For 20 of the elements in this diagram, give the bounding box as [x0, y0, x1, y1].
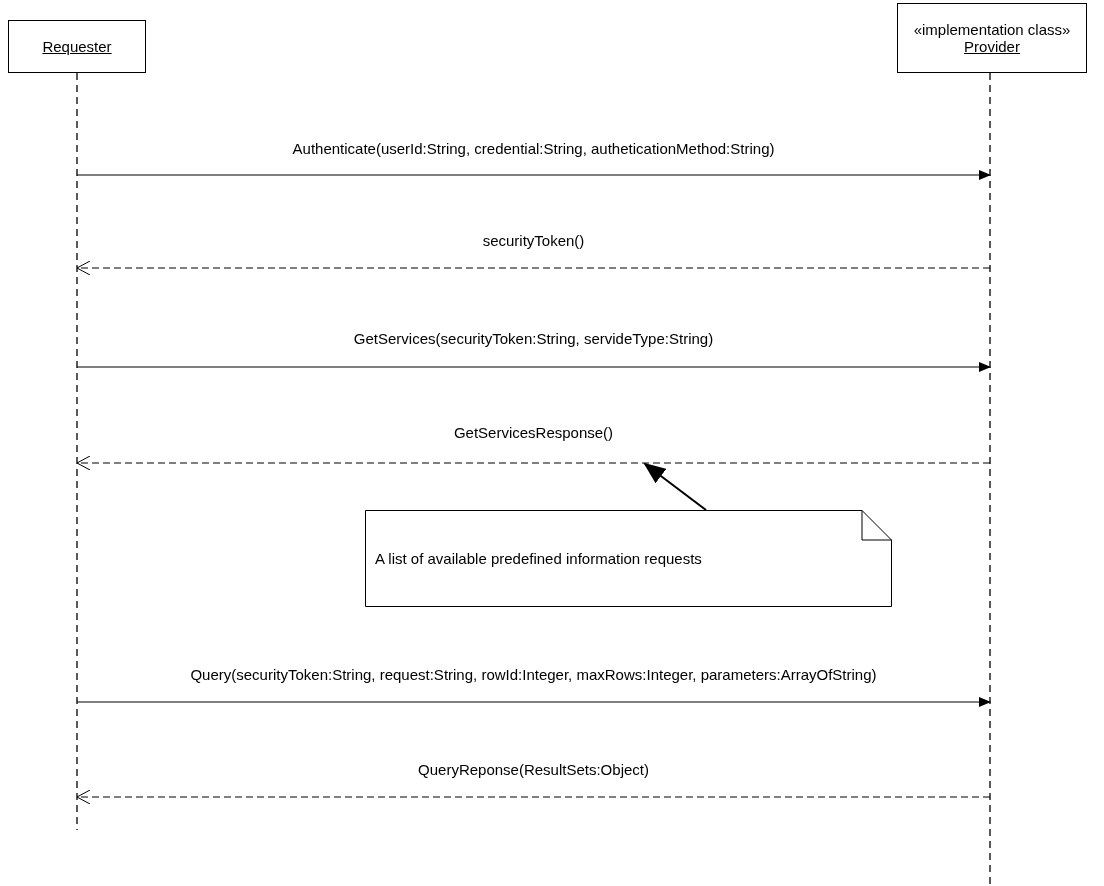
note-text: A list of available predefined information requests — [375, 550, 702, 567]
object-name: Provider — [964, 38, 1020, 55]
note — [365, 510, 892, 607]
object-name: Requester — [42, 38, 112, 55]
return-message-arrow — [76, 789, 991, 805]
message-arrow — [76, 362, 991, 372]
message-label: QueryReponse(ResultSets:Object) — [416, 761, 651, 778]
stereotype-label: «implementation class» — [913, 21, 1071, 38]
message-label: Query(securityToken:String, request:String, rowId:Integer, maxRows:Integer, parameters:ArrayOfString) — [188, 666, 879, 683]
leader-arrow — [643, 462, 707, 511]
return-message-arrow — [76, 455, 991, 471]
return-message-arrow — [76, 260, 991, 276]
lifeline — [897, 3, 1087, 885]
message-label: Authenticate(userId:String, credential:String, autheticationMethod:String) — [290, 140, 777, 157]
message-label: GetServicesResponse() — [451, 424, 616, 441]
message-arrow — [76, 170, 991, 180]
message-label: securityToken() — [480, 232, 587, 249]
lifeline — [8, 20, 146, 830]
message-arrow — [76, 697, 991, 707]
message-label: GetServices(securityToken:String, servideType:String) — [351, 330, 716, 347]
